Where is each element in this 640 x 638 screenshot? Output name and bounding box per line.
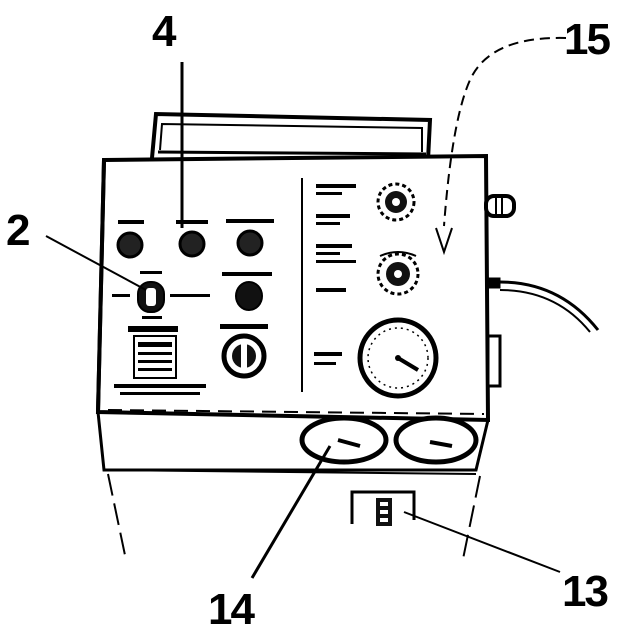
toggle-label-left [112,294,130,297]
callout-13: 13 [562,567,607,616]
data-plate [114,326,206,395]
callout-2: 2 [6,206,29,255]
key-switch[interactable] [220,324,268,379]
lamp-label-standby [222,272,272,276]
leader-lines [45,36,567,579]
right-panel-labels [314,184,356,365]
lamp-label-fault [226,219,274,223]
indicator-lamp-power [116,220,144,259]
indicator-lamp-standby [222,272,272,311]
carry-handle [150,111,433,161]
toggle-switch[interactable] [112,271,210,319]
key-switch-label [220,324,268,329]
lamp-label-ready [176,220,208,224]
lower-gauge-left [299,415,389,465]
lamp-label-power [118,220,144,224]
rotary-knob-lower[interactable] [376,251,420,296]
toggle-label-right [170,294,210,297]
pressure-gauge-main [357,317,439,399]
indicator-lamp-ready [176,220,208,258]
vent-knob[interactable] [484,194,516,218]
indicator-lamp-fault [226,219,274,257]
toggle-label-bottom [142,316,162,319]
lower-gauge-right [393,415,479,465]
side-latch [486,334,502,388]
bottom-connector [350,490,416,526]
callout-15: 15 [564,15,610,64]
callout-14: 14 [208,585,255,634]
rotary-knob-upper[interactable] [376,182,416,222]
hose [485,277,600,333]
callout-4: 4 [152,7,177,56]
toggle-label-top [140,271,162,274]
